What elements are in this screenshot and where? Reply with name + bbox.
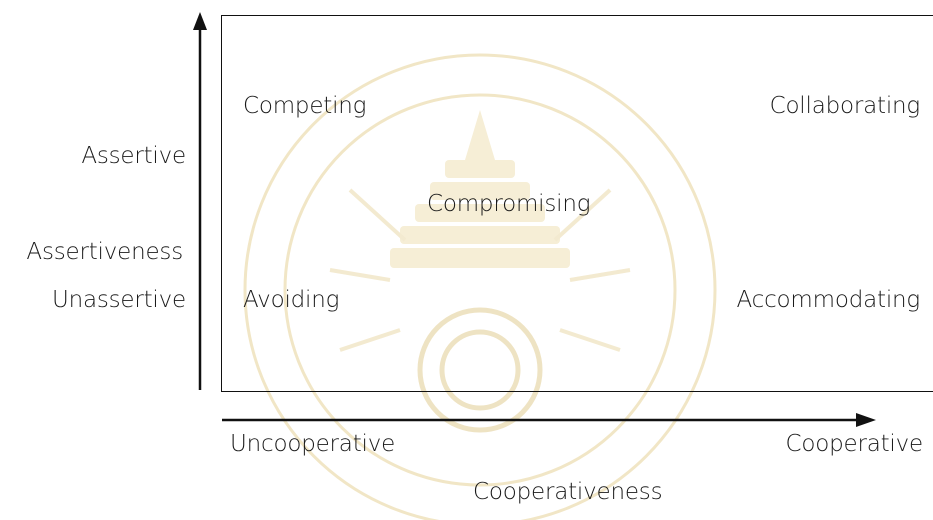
x-axis-low-label: Uncooperative [230,431,396,457]
x-axis-arrowhead-icon [856,413,876,427]
y-axis-arrowhead-icon [193,12,207,30]
mode-compromising: Compromising [427,191,591,217]
quadrant-box [221,15,933,392]
conflict-modes-diagram: Competing Collaborating Compromising Avo… [26,12,933,520]
y-axis-high-label: Assertive [81,143,186,169]
x-axis-high-label: Cooperative [785,431,924,457]
y-axis-title: Assertiveness [26,239,183,265]
mode-collaborating: Collaborating [769,93,921,119]
y-axis-low-label: Unassertive [51,287,186,313]
mode-competing: Competing [243,93,367,119]
axes [193,12,876,427]
mode-avoiding: Avoiding [243,287,340,313]
mode-accommodating: Accommodating [736,287,921,313]
x-axis-title: Cooperativeness [473,479,663,505]
